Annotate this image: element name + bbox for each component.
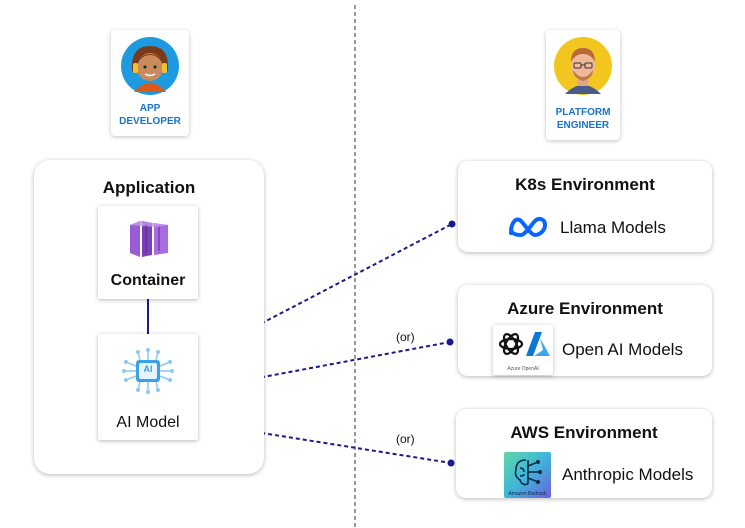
aws-environment-card: AWS Environment Amazon Bedrock Anthropic… — [456, 409, 712, 498]
application-title: Application — [102, 178, 196, 197]
connector-k8s — [198, 223, 453, 357]
ai-chip-text: AI — [143, 364, 153, 374]
app-developer-card: APP DEVELOPER — [111, 30, 189, 136]
or-label-aws: (or) — [396, 432, 415, 446]
connector-aws-dot — [447, 459, 455, 467]
azure-openai-logo: Azure OpenAI — [493, 325, 553, 375]
aws-environment-title: AWS Environment — [510, 423, 658, 442]
k8s-model-label: Llama Models — [560, 218, 666, 237]
platform-engineer-card: PLATFORM ENGINEER — [546, 30, 620, 140]
app-developer-avatar-icon — [121, 37, 179, 95]
amazon-bedrock-caption: Amazon Bedrock — [508, 491, 547, 497]
k8s-environment-card: K8s Environment Llama Models — [458, 161, 712, 252]
or-label-azure: (or) — [396, 330, 415, 344]
meta-logo-icon — [509, 216, 548, 238]
application-card: Application Container — [34, 160, 264, 474]
connector-azure-dot — [446, 338, 454, 346]
platform-engineer-label-line2: ENGINEER — [556, 120, 610, 131]
aws-model-label: Anthropic Models — [562, 465, 694, 484]
ai-model-box: AI AI Model — [98, 334, 198, 440]
bedrock-brain-icon — [514, 459, 542, 486]
container-box: Container — [98, 206, 198, 299]
azure-icon — [526, 332, 550, 356]
container-icon — [130, 221, 168, 257]
ai-model-label: AI Model — [116, 414, 180, 431]
k8s-environment-title: K8s Environment — [515, 175, 655, 194]
container-ai-link — [147, 299, 149, 334]
platform-engineer-avatar-icon — [554, 37, 612, 95]
platform-engineer-label-line1: PLATFORM — [555, 107, 611, 118]
container-label: Container — [110, 272, 186, 289]
azure-openai-caption: Azure OpenAI — [507, 366, 539, 372]
ai-chip-icon — [122, 348, 174, 394]
app-developer-label-line2: DEVELOPER — [119, 116, 181, 127]
azure-environment-title: Azure Environment — [507, 299, 663, 318]
app-developer-label-line1: APP — [139, 103, 161, 114]
openai-icon — [498, 333, 524, 355]
azure-model-label: Open AI Models — [562, 340, 683, 359]
amazon-bedrock-logo: Amazon Bedrock — [504, 452, 551, 498]
azure-environment-card: Azure Environment Azure OpenAI Open AI M… — [458, 285, 712, 376]
connector-k8s-dot — [448, 220, 456, 228]
